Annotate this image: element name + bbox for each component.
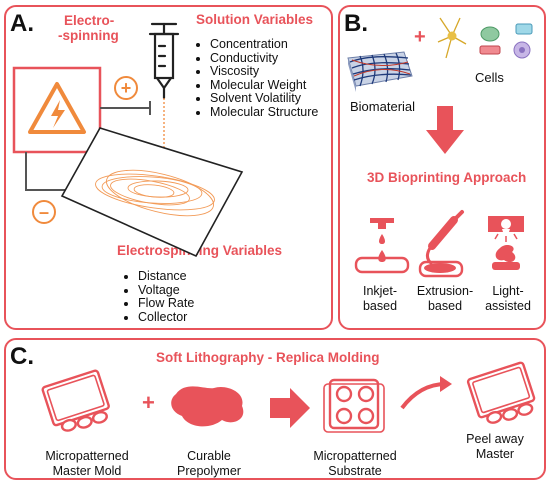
solution-variable-item: Solvent Volatility xyxy=(210,91,318,106)
solution-variable-item: Molecular Structure xyxy=(210,105,318,120)
bioprinting-approach-title: 3D Bioprinting Approach xyxy=(367,170,527,185)
solution-variable-item: Molecular Weight xyxy=(210,78,318,93)
solution-variable-item: Concentration xyxy=(210,37,318,52)
biomaterial-label: Biomaterial xyxy=(350,99,416,114)
electrospinning-variable-item: Distance xyxy=(138,269,194,284)
method-label-inkjet: Inkjet- based xyxy=(350,284,410,314)
step-line: Curable xyxy=(187,449,231,463)
method-line: based xyxy=(427,299,463,313)
right-arrow-icon xyxy=(270,388,310,428)
minus-sign: – xyxy=(39,202,49,222)
deposited-fibers xyxy=(95,169,215,217)
electrospinning-title-line2: -spinning xyxy=(58,28,119,43)
inkjet-printhead-icon xyxy=(354,218,410,274)
step-line: Master xyxy=(475,447,515,461)
method-label-extrusion: Extrusion- based xyxy=(407,284,483,314)
step-line: Micropatterned xyxy=(313,449,397,463)
down-arrow-icon xyxy=(426,106,464,154)
step-label-substrate: Micropatterned Substrate xyxy=(300,449,410,479)
soft-lithography-title: Soft Lithography - Replica Molding xyxy=(156,350,380,365)
extrusion-nozzle-icon xyxy=(418,210,464,278)
micropatterned-substrate-icon xyxy=(323,378,385,433)
panel-b-letter: B. xyxy=(344,10,368,37)
cells-label: Cells xyxy=(475,70,504,85)
light-source-icon xyxy=(488,216,524,270)
step-line: Peel away xyxy=(466,432,524,446)
master-mold-icon xyxy=(41,369,110,432)
panel-bioprinting xyxy=(338,5,546,330)
step-label-master-mold: Micropatterned Master Mold xyxy=(32,449,142,479)
panel-soft-lithography xyxy=(4,338,546,480)
electrospinning-title-line1: Electro- xyxy=(64,13,115,28)
method-line: assisted xyxy=(485,299,531,313)
method-line: Extrusion- xyxy=(416,284,474,298)
solution-variable-item: Viscosity xyxy=(210,64,318,79)
solution-variables-title: Solution Variables xyxy=(196,12,314,27)
step-line: Micropatterned xyxy=(45,449,129,463)
biomaterial-plus: + xyxy=(414,26,426,48)
step-line: Prepolymer xyxy=(177,464,241,478)
electrospinning-variables-list: Distance Voltage Flow Rate Collector xyxy=(124,269,194,325)
power-supply-box xyxy=(12,66,102,154)
syringe-icon xyxy=(148,22,180,100)
biomaterial-scaffold-icon xyxy=(347,51,413,92)
solution-variables-list: Concentration Conductivity Viscosity Mol… xyxy=(196,37,318,120)
high-voltage-icon xyxy=(28,82,86,134)
solution-variable-item: Conductivity xyxy=(210,51,318,66)
peeled-master-icon xyxy=(466,361,536,424)
curved-arrow-icon xyxy=(400,376,452,410)
step-label-peel-master: Peel away Master xyxy=(450,432,540,462)
step-plus: + xyxy=(142,390,155,415)
plus-sign: + xyxy=(121,78,132,98)
prepolymer-blob-icon xyxy=(171,386,244,427)
step-line: Master Mold xyxy=(52,464,122,478)
panel-a-letter: A. xyxy=(10,10,34,37)
electrospinning-variable-item: Flow Rate xyxy=(138,296,194,311)
positive-terminal xyxy=(114,76,138,100)
collector-plate xyxy=(60,127,244,258)
method-label-light: Light- assisted xyxy=(478,284,538,314)
electrospinning-variable-item: Voltage xyxy=(138,283,194,298)
panel-c-letter: C. xyxy=(10,343,34,370)
method-line: Light- xyxy=(492,284,524,298)
step-label-prepolymer: Curable Prepolymer xyxy=(164,449,254,479)
negative-wire xyxy=(25,152,78,191)
method-line: Inkjet- xyxy=(362,284,398,298)
step-line: Substrate xyxy=(328,464,382,478)
cells-icon xyxy=(437,17,533,59)
method-line: based xyxy=(362,299,398,313)
electrospinning-variable-item: Collector xyxy=(138,310,194,325)
negative-terminal xyxy=(32,200,56,224)
panel-electrospinning xyxy=(4,5,333,330)
